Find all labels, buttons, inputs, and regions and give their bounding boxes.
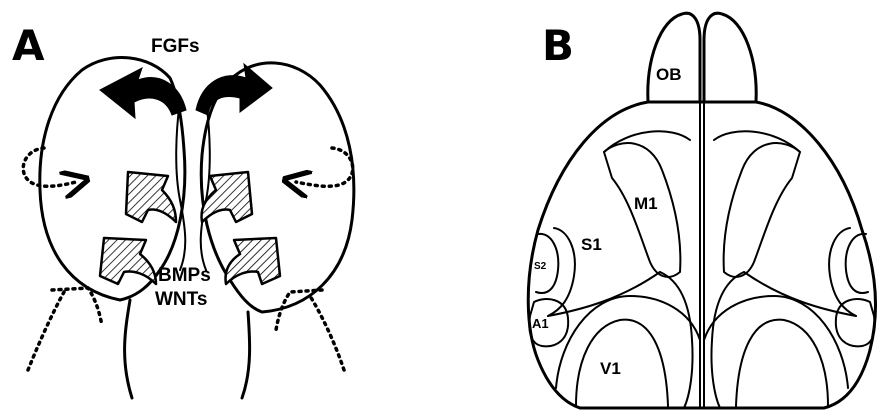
- dotted-arrow-right-lower-a: [310, 296, 344, 370]
- label-s2: S2: [534, 261, 547, 272]
- pp-boundary-left: [660, 272, 693, 408]
- fgf-arrow-left: [100, 68, 186, 118]
- bmp-wnt-arrow-upper-left: [126, 172, 176, 222]
- v1-region-right: [736, 320, 828, 406]
- bmp-wnt-arrow-lower-right: [226, 238, 280, 284]
- wnts-label: WNTs: [155, 289, 207, 310]
- panel-b: B OB M1 S1 S2 A1 V1: [528, 13, 875, 408]
- panel-a-letter: A: [12, 21, 45, 70]
- m1-region-right: [724, 143, 800, 277]
- fgf-arrow-right: [196, 64, 272, 115]
- brain-stem-right: [242, 312, 250, 398]
- label-v1: V1: [600, 359, 621, 378]
- dotted-arrow-left-lower-a: [28, 292, 64, 370]
- bmp-wnt-arrow-lower-left: [100, 238, 156, 284]
- olfactory-bulb-left: [648, 13, 700, 102]
- label-a1: A1: [532, 316, 549, 331]
- a1-region-right: [836, 299, 875, 346]
- dotted-arrow-right-lower-b: [276, 290, 322, 330]
- brain-stem-left: [125, 300, 132, 398]
- panel-a: A FGFs BMPs WNTs: [12, 21, 354, 398]
- v1-region-left: [576, 320, 668, 406]
- cortex-outline: [528, 102, 875, 408]
- olfactory-bulb-right: [704, 13, 756, 102]
- bmps-label: BMPs: [158, 265, 211, 286]
- dotted-arrow-left-lower-b: [52, 288, 102, 326]
- pp-boundary-right: [711, 272, 744, 408]
- label-s1: S1: [581, 235, 602, 254]
- dotted-arrow-right-upper: [296, 148, 353, 186]
- label-m1: M1: [634, 194, 658, 213]
- panel-b-letter: B: [542, 21, 574, 70]
- label-ob: OB: [656, 65, 682, 84]
- dotted-arrow-left-upper: [23, 148, 76, 186]
- fgfs-label: FGFs: [151, 36, 200, 57]
